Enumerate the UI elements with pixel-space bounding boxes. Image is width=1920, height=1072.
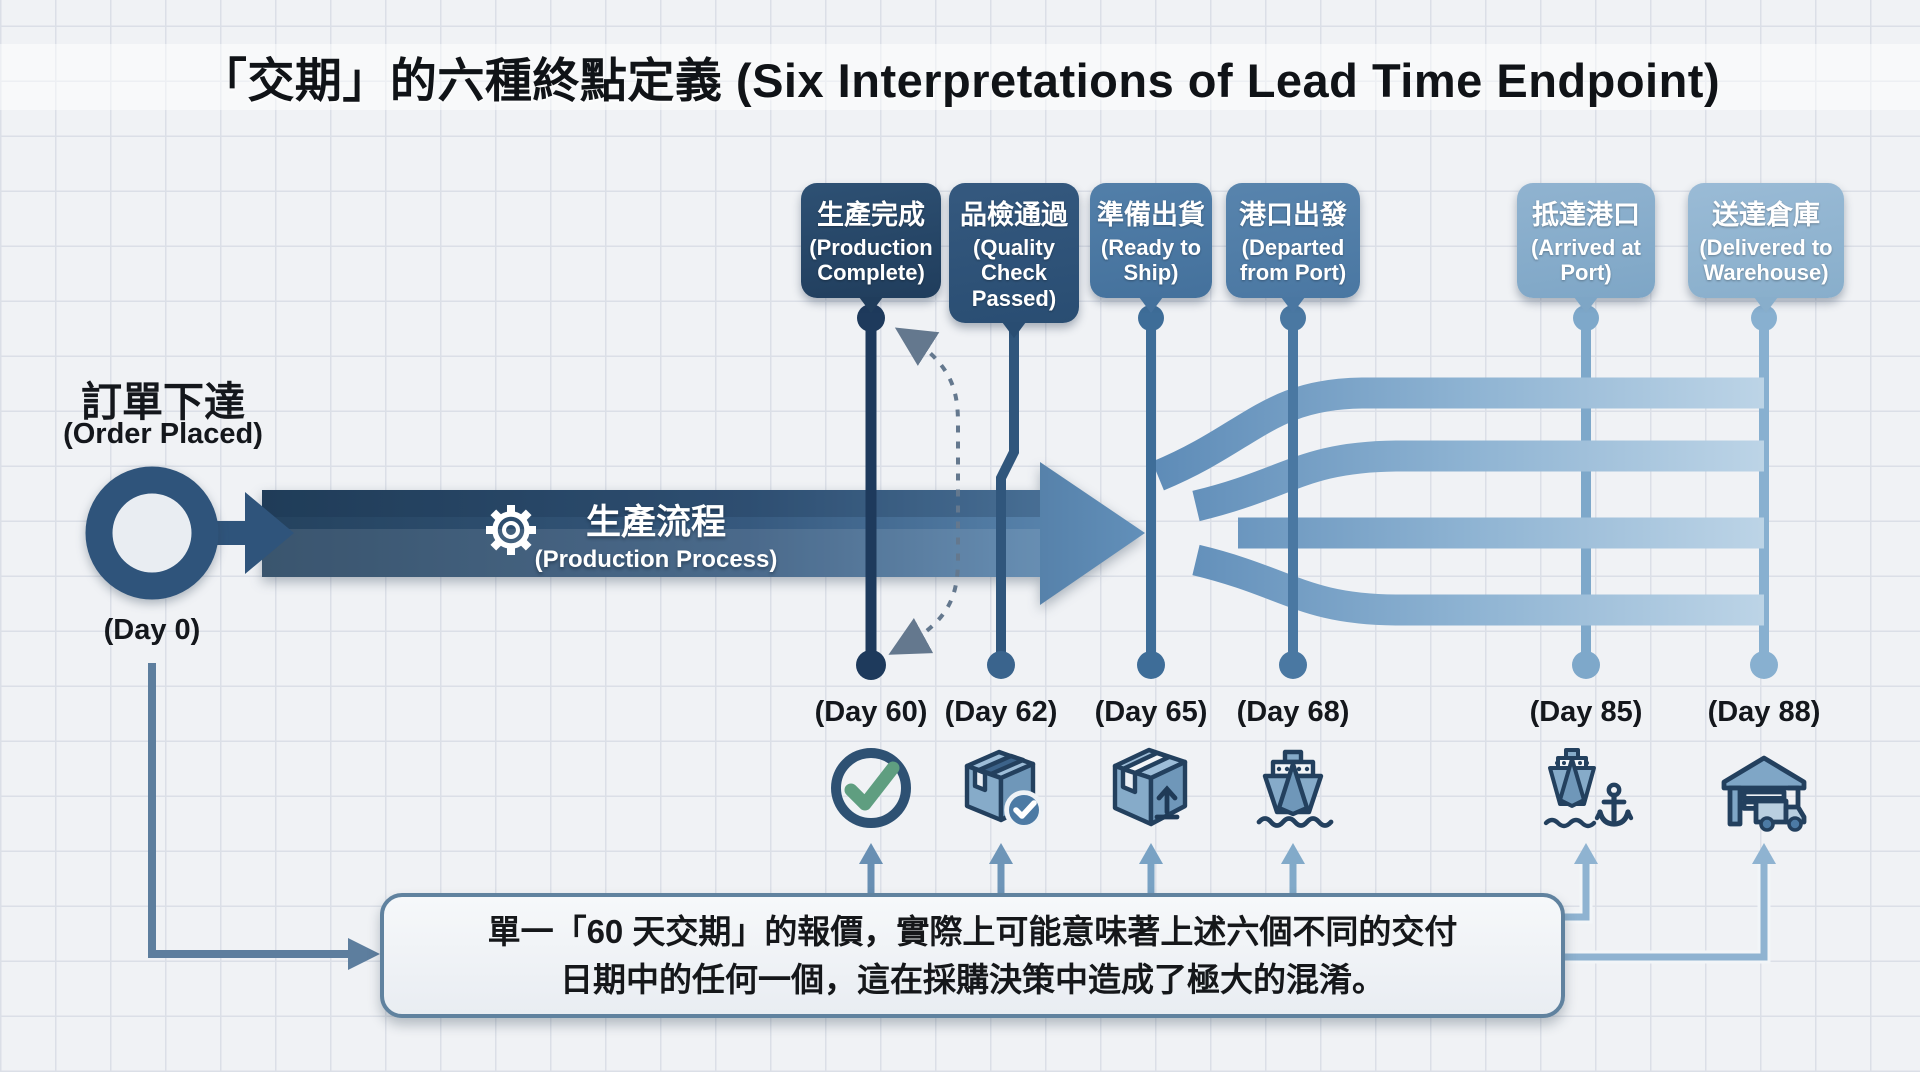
day-label-62: (Day 62) xyxy=(944,696,1058,728)
note-elbow-arrow-day85 xyxy=(1560,843,1598,924)
day-label-68: (Day 68) xyxy=(1236,696,1350,728)
check-circle-icon xyxy=(823,740,919,836)
order-to-note-connector xyxy=(148,663,380,970)
callout-zh: 品檢通過 xyxy=(960,200,1068,230)
warehouse-truck-icon xyxy=(1716,740,1812,836)
callout-departed-from-port: 港口出發 (Departed from Port) xyxy=(1226,183,1360,313)
callout-en: (Delivered to Warehouse) xyxy=(1699,235,1833,286)
gear-icon xyxy=(486,505,536,555)
page-title: 「交期」的六種終點定義 (Six Interpretations of Lead… xyxy=(199,54,1721,107)
day-label-65: (Day 65) xyxy=(1094,696,1208,728)
callout-en: (Quality Check Passed) xyxy=(971,235,1057,311)
day-label-88: (Day 88) xyxy=(1707,696,1821,728)
box-up-arrow-icon xyxy=(1103,740,1199,836)
start-label-en: (Order Placed) xyxy=(63,418,263,450)
callout-quality-check-passed: 品檢通過 (Quality Check Passed) xyxy=(949,183,1079,338)
process-label: 生產流程 (Production Process) xyxy=(516,494,796,574)
process-label-zh: 生產流程 xyxy=(585,503,726,542)
callout-zh: 準備出貨 xyxy=(1097,200,1205,230)
day-label-60: (Day 60) xyxy=(814,696,928,728)
callout-en: (Departed from Port) xyxy=(1239,235,1347,286)
callout-ready-to-ship: 準備出貨 (Ready to Ship) xyxy=(1090,183,1212,313)
start-ring-circle xyxy=(85,466,219,600)
note-line-1: 單一「60 天交期」的報價，實際上可能意味著上述六個不同的交付 xyxy=(487,912,1458,950)
process-label-en: (Production Process) xyxy=(534,546,778,573)
start-label-zh: 訂單下達 xyxy=(81,379,245,425)
callout-arrived-at-port: 抵達港口 (Arrived at Port) xyxy=(1517,183,1655,313)
callout-zh: 港口出發 xyxy=(1239,200,1347,230)
start-day-label: (Day 0) xyxy=(103,614,201,646)
title-band xyxy=(0,44,1920,110)
callout-zh: 生產完成 xyxy=(817,200,925,230)
callout-zh: 送達倉庫 xyxy=(1712,200,1820,230)
note-line-2: 日期中的任何一個，這在採購決策中造成了極大的混淆。 xyxy=(560,960,1385,998)
ship-icon xyxy=(1245,740,1341,836)
day65-line xyxy=(1137,305,1165,679)
note-up-arrows xyxy=(859,843,1305,893)
day-label-85: (Day 85) xyxy=(1529,696,1643,728)
ship-anchor-icon xyxy=(1538,740,1634,836)
callout-zh: 抵達港口 xyxy=(1532,200,1640,230)
note-elbow-arrow-day88 xyxy=(1560,843,1776,964)
rework-loop-dashed-arrow xyxy=(888,327,960,655)
branch-fan xyxy=(1152,377,1764,626)
box-check-icon xyxy=(953,740,1049,836)
callout-en: (Production Complete) xyxy=(809,235,933,286)
callout-production-complete: 生產完成 (Production Complete) xyxy=(801,183,941,313)
callout-en: (Ready to Ship) xyxy=(1100,235,1202,286)
note-box: 單一「60 天交期」的報價，實際上可能意味著上述六個不同的交付 日期中的任何一個… xyxy=(380,893,1565,1018)
day62-line xyxy=(987,324,1019,679)
callout-en: (Arrived at Port) xyxy=(1530,235,1642,286)
callout-delivered-to-warehouse: 送達倉庫 (Delivered to Warehouse) xyxy=(1688,183,1844,313)
